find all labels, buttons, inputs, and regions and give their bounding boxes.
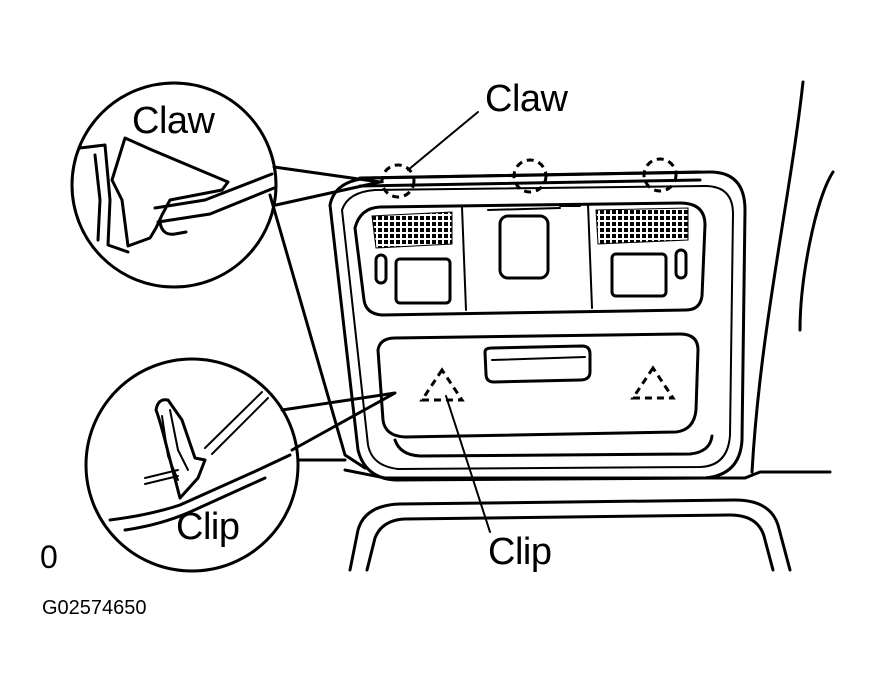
claw-label-inset: Claw bbox=[132, 100, 215, 142]
clip-location-right bbox=[630, 365, 676, 400]
lower-panel bbox=[376, 332, 714, 458]
leader-lines bbox=[272, 111, 491, 533]
lower-opening bbox=[348, 498, 792, 572]
claw-detail-inset bbox=[70, 81, 278, 289]
clip-detail-inset bbox=[84, 357, 300, 573]
clip-label-inset: Clip bbox=[176, 506, 240, 548]
upper-light-panel bbox=[353, 201, 707, 317]
figure-code: G02574650 bbox=[42, 597, 147, 619]
clip-label-main: Clip bbox=[488, 531, 552, 573]
claw-label-main: Claw bbox=[485, 78, 568, 120]
claw-locations bbox=[380, 157, 678, 199]
corner-mark: 0 bbox=[40, 539, 58, 575]
clip-location-left bbox=[419, 367, 465, 402]
